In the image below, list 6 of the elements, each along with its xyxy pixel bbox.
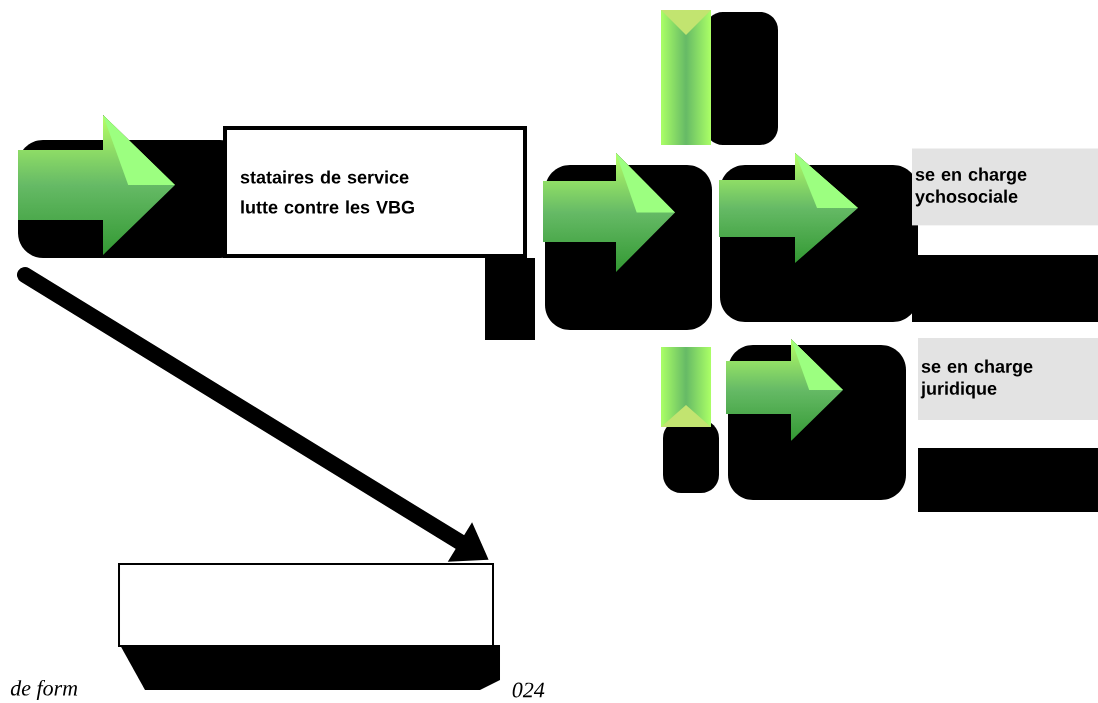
text-box: se en charge juridique [918,338,1098,420]
text-box: stataires de service lutte contre les VBG [223,126,527,258]
text-box: se en charge ychosociale [912,148,1098,226]
footer-text: de form [10,679,78,701]
footer-text: 024 [512,682,545,698]
empty-box [118,563,494,647]
